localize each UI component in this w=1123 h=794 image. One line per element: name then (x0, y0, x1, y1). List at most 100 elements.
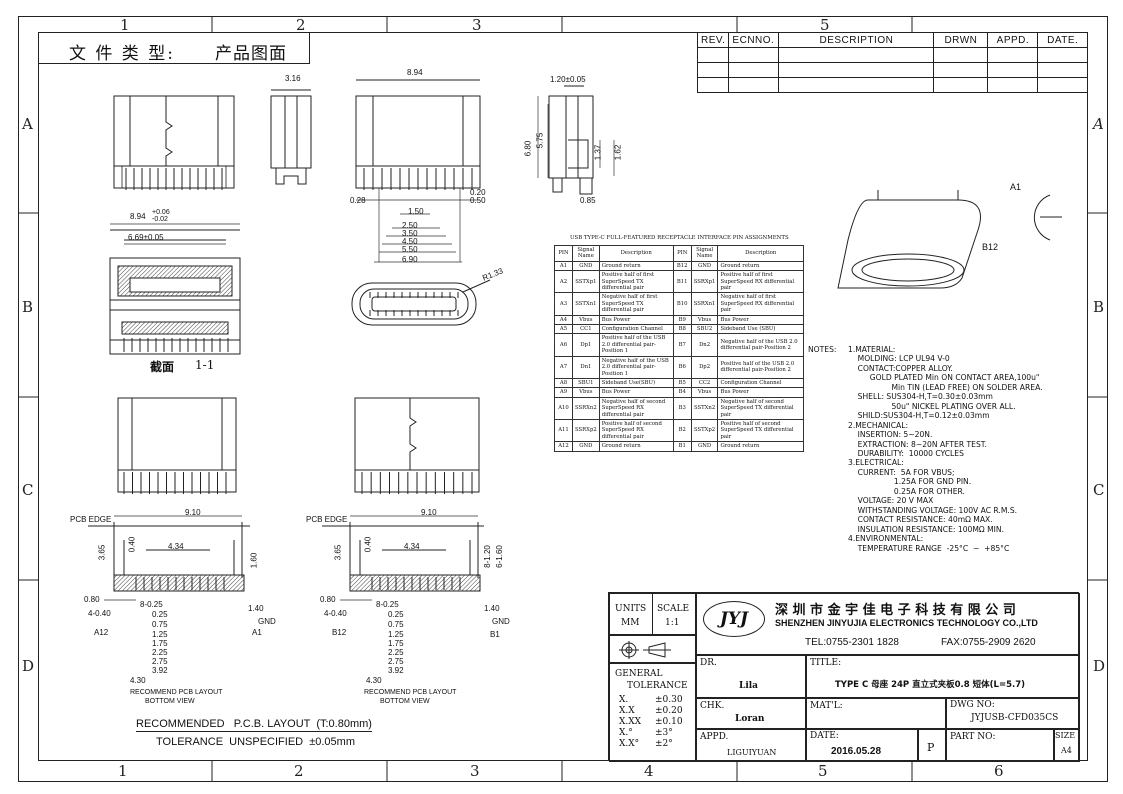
zone-top-2: 2 (296, 16, 306, 34)
pcb-row-left-8: 2.75 (152, 657, 168, 666)
note-line: SHILD:SUS304-H,T=0.12±0.03mm (848, 411, 990, 421)
zone-right-a: A (1093, 115, 1104, 133)
description-b: Sideband Use (SBU) (717, 324, 804, 335)
note-line: INSERTION: 5~20N. (848, 430, 933, 440)
appd-label: APPD. (700, 732, 729, 742)
pcb-pin-a-right: B12 (332, 628, 347, 637)
signal-b: SBU2 (690, 324, 719, 335)
pin-b: B10 (672, 292, 692, 316)
tolerance-row: X.XX±0.10 (619, 717, 691, 728)
signal-b: Vbus (690, 314, 719, 326)
note-line: MOLDING: LCP UL94 V-0 (848, 354, 950, 364)
title-block: UNITS MM SCALE 1:1 GENERAL TOLERANCE X.±… (608, 592, 1080, 762)
pcb-right2-right: 6-1.60 (494, 545, 504, 568)
pin-b: B3 (672, 396, 692, 420)
description-a: Ground return (598, 260, 674, 272)
signal-a: Vbus (572, 387, 600, 398)
dim-side-thickness: 3.16 (285, 74, 301, 83)
rev-row (696, 47, 1088, 63)
tolerance-format: X.X° (619, 739, 640, 749)
zone-left-d: D (22, 657, 35, 675)
pcb-pin-b-left: A1 (252, 628, 262, 637)
doc-type-box: 文 件 类 型: 产品图面 (38, 32, 310, 64)
description-b: Configuration Channel (717, 377, 804, 389)
part-cell (946, 729, 1054, 762)
note-line: 1.MATERIAL: (848, 345, 896, 354)
dim-section-top: 8.94 (130, 212, 146, 221)
dr-label: DR. (700, 658, 717, 668)
description-a: Bus Power (598, 387, 674, 398)
note-line: 4.ENVIRONMENTAL: (848, 534, 924, 544)
drawing-border-outer (18, 16, 1108, 782)
pin-b: B9 (672, 314, 692, 326)
general-label: GENERAL (615, 669, 663, 679)
isometric-view (838, 190, 1062, 288)
profile-view (549, 86, 593, 194)
part-label: PART NO: (950, 732, 996, 742)
size-value: A4 (1061, 746, 1072, 755)
pcb-edge-left: PCB EDGE (70, 515, 112, 524)
size-cell (1054, 729, 1080, 762)
tolerance-value: ±0.30 (655, 695, 683, 705)
signal-b: SSTXp2 (690, 418, 719, 443)
title-value: TYPE C 母座 24P 直立式夹板0.8 短体(L=5.7) (835, 680, 1026, 690)
pin-b: B12 (672, 260, 692, 272)
tolerance-format: X.X (619, 706, 635, 716)
pin-table-h-desc-b: Description (717, 245, 804, 262)
pcb-width-left: 9.10 (185, 508, 201, 517)
zone-left-c: C (22, 481, 34, 499)
matl-label: MAT'L: (810, 701, 843, 711)
pcb-gnd-right: GND (492, 617, 510, 626)
title-cell (806, 655, 1080, 698)
drawing-border-inner (38, 32, 1088, 761)
pcb-row-left-1: 4-0.40 (88, 609, 111, 618)
section-id: 1-1 (195, 358, 215, 372)
note-line: 2.MECHANICAL: (848, 420, 909, 430)
zone-right-c: C (1093, 481, 1105, 499)
zone-bottom-4: 4 (644, 762, 654, 780)
description-a: Bus Power (598, 314, 674, 326)
p-label: P (927, 741, 935, 754)
signal-a: GND (572, 441, 600, 452)
pin-a: A11 (554, 418, 573, 443)
pcb-gnd-left: GND (258, 617, 276, 626)
section-label: 截面 (150, 360, 175, 374)
pin-a: A8 (554, 377, 573, 389)
section-view (110, 230, 240, 354)
pcb-right1-right: 8-1.20 (482, 545, 492, 568)
zone-bottom-6: 6 (994, 762, 1004, 780)
pcb-right-left: 1.60 (249, 552, 259, 569)
dim-pin-1: 1.50 (408, 207, 424, 216)
pin-a: A9 (554, 387, 573, 398)
tolerance-format: X.° (619, 728, 633, 738)
pcb-caption-right-1: RECOMMEND PCB LAYOUT (364, 689, 457, 696)
pin-b: B11 (672, 270, 692, 294)
note-line: CURRENT: 5A FOR VBUS; (848, 467, 955, 477)
chk-value: Loran (735, 714, 765, 724)
description-a: Negative half of second SuperSpeed RX di… (598, 396, 674, 420)
signal-b: SSTXn2 (690, 396, 719, 420)
date-cell (806, 729, 918, 762)
description-a: Sideband Use(SBU) (598, 377, 674, 389)
dim-section-tol-plus: +0.06 (152, 209, 170, 216)
company-tel: TEL:0755-2301 1828 (805, 637, 899, 648)
doc-type-value: 产品图面 (215, 44, 287, 64)
zone-left-b: B (22, 298, 34, 316)
projection-cell (609, 635, 696, 663)
pin-a: A6 (554, 333, 573, 357)
pcb-pin-a-left: A12 (94, 628, 109, 637)
title-label: TITLE: (810, 658, 842, 668)
description-a: Negative half of first SuperSpeed TX dif… (598, 292, 674, 316)
signal-a: SSTXn1 (572, 292, 600, 316)
iso-label-b12: B12 (982, 242, 999, 252)
dim-section-tol-minus: -0.02 (152, 216, 168, 223)
zone-top-5: 5 (820, 16, 830, 34)
pin-a: A4 (554, 314, 573, 326)
signal-b: Dn2 (690, 333, 719, 357)
dim-section-inner: 6.69±0.05 (128, 233, 164, 242)
pcb-row-right-5: 1.25 (388, 630, 404, 639)
note-line: Min TIN (LEAD FREE) ON SOLDER AREA. (848, 382, 1043, 392)
